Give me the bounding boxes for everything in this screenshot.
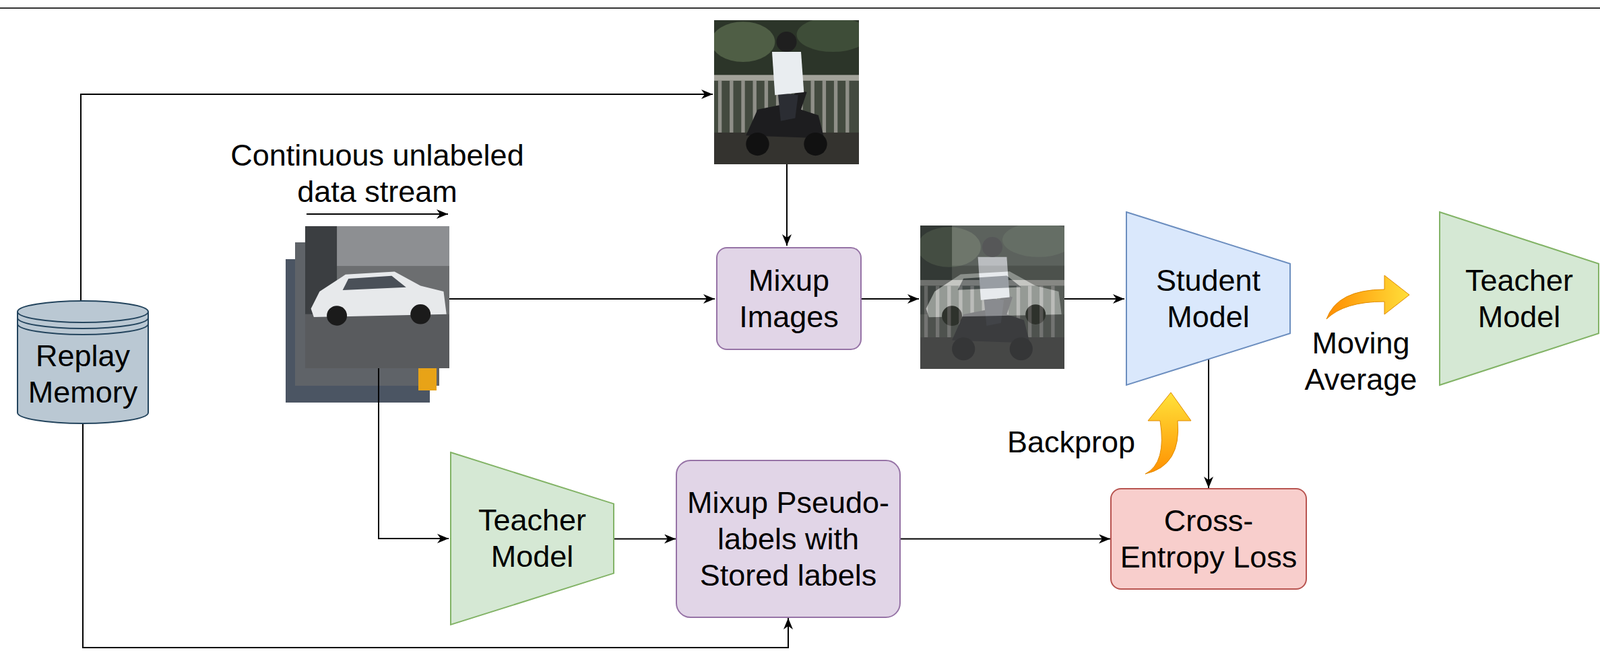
top-rule (0, 7, 1600, 9)
node-label: Student Model (1139, 262, 1278, 336)
replay-memory-cylinder: Replay Memory (16, 301, 149, 424)
node-text-group: Student Model (1139, 262, 1278, 336)
moving-average-arrow (1326, 275, 1410, 320)
stream-image-corner (418, 367, 437, 391)
teacher-model-shape: Teacher Model (450, 452, 615, 626)
stream-direction-arrow (306, 213, 448, 215)
node-label: Teacher Model (1450, 262, 1589, 336)
loss-box: Cross-Entropy Loss (1110, 488, 1307, 591)
shape-outline (450, 452, 615, 626)
node-text-group: Mixup Pseudo-labels with Stored labels (685, 485, 892, 595)
node-text-group: Cross-Entropy Loss (1115, 503, 1302, 576)
stream-to-teacher-arrow (378, 368, 449, 539)
mixup-to-image-arrow (860, 298, 919, 300)
teacher-model-shape: Teacher Model (1438, 211, 1600, 387)
node-text-group: Replay Memory (22, 338, 144, 411)
backprop-label: Backprop (1003, 424, 1139, 461)
node-text-group: Teacher Model (463, 502, 602, 576)
shape-outline (1125, 211, 1291, 387)
trapezoid-outline (1126, 212, 1291, 386)
mixed-image-overlay (920, 225, 1065, 370)
node-label: Teacher Model (463, 502, 602, 576)
node-text-group: Teacher Model (1450, 262, 1589, 336)
trapezoid-outline (1439, 212, 1599, 386)
flow-arrow (900, 538, 1111, 541)
stream-to-mixup-arrow (449, 298, 715, 300)
stream-image (305, 226, 450, 369)
backprop-arrow (1145, 392, 1192, 475)
flow-arrow (614, 538, 676, 541)
node-label: Replay Memory (22, 338, 144, 411)
cylinder-body (17, 301, 149, 424)
mixup-labels-box: Mixup Pseudo-labels with Stored labels (675, 460, 901, 619)
trapezoid-outline (450, 452, 614, 626)
replay-to-image-arrow (80, 94, 713, 302)
node-text-group: Mixup Images (721, 262, 857, 336)
cylinder-ring (17, 324, 149, 335)
student-model-shape: Student Model (1125, 211, 1291, 387)
image-to-student-arrow (1064, 298, 1125, 300)
cylinder-ring (17, 311, 149, 323)
shape-outline (1438, 211, 1600, 387)
moving-average-label: Moving Average (1300, 325, 1422, 399)
stream-label: Continuous unlabeled data stream (222, 137, 533, 211)
mixup-images-box: Mixup Images (716, 247, 862, 351)
image-to-mixup-arrow (786, 164, 788, 246)
replay-image (711, 17, 870, 165)
cylinder-ring (17, 317, 149, 329)
flow-arrow (1207, 359, 1210, 489)
node-label: Mixup Pseudo-labels with Stored labels (685, 485, 892, 595)
node-label: Mixup Images (721, 262, 857, 336)
node-label: Cross-Entropy Loss (1115, 503, 1302, 576)
mixed-image-base (917, 222, 1075, 370)
